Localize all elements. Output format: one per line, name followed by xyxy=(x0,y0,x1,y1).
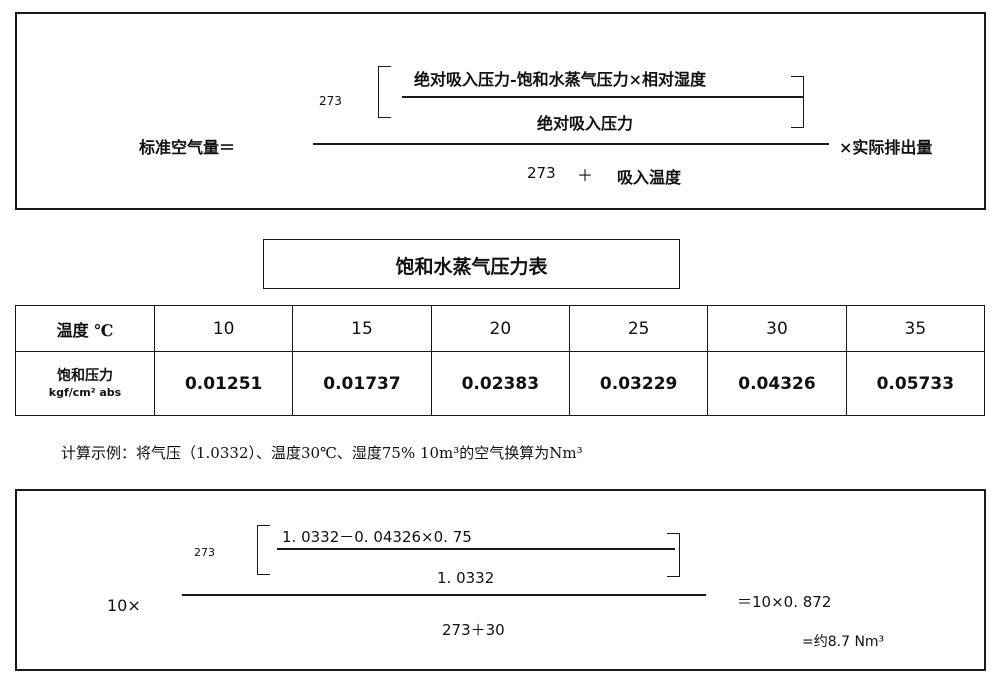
pressure-header: 饱和压力 kgf/cm² abs xyxy=(15,351,155,416)
example-inner-numerator: 1. 0332－0. 04326×0. 75 xyxy=(282,528,472,546)
formula-rhs-label: ×实际排出量 xyxy=(839,138,933,157)
pressure-cell: 0.04326 xyxy=(707,351,847,416)
pressure-cell: 0.05733 xyxy=(845,351,986,416)
formula-outer-denominator-temp: 吸入温度 xyxy=(617,168,682,187)
example-inner-denominator: 1. 0332 xyxy=(437,569,495,587)
temperature-cell: 15 xyxy=(292,305,432,352)
example-box: 273 1. 0332－0. 04326×0. 75 1. 0332 10× 2… xyxy=(15,489,986,671)
example-left-bracket xyxy=(257,525,270,575)
table-row-temperature: 温度 ℃ 10 15 20 25 30 35 xyxy=(15,305,986,352)
example-inner-fraction-bar xyxy=(277,548,675,550)
table-title-box: 饱和水蒸气压力表 xyxy=(263,239,680,289)
temperature-cell: 20 xyxy=(430,305,570,352)
temperature-cell: 35 xyxy=(845,305,986,352)
formula-constant-273: 273 xyxy=(319,94,342,108)
formula-inner-denominator: 绝对吸入压力 xyxy=(537,114,634,133)
pressure-cell: 0.01251 xyxy=(153,351,294,416)
example-result-ratio: ＝10×0. 872 xyxy=(737,593,832,611)
formula-right-bracket xyxy=(791,76,804,128)
table-row-pressure: 饱和压力 kgf/cm² abs 0.01251 0.01737 0.02383… xyxy=(15,351,986,416)
pressure-cell: 0.03229 xyxy=(568,351,709,416)
example-outer-denominator: 273＋30 xyxy=(442,621,505,639)
formula-box: 273 绝对吸入压力-饱和水蒸气压力×相对湿度 绝对吸入压力 标准空气量＝ ×实… xyxy=(15,12,986,210)
formula-inner-fraction-bar xyxy=(402,96,804,98)
saturation-pressure-table: 温度 ℃ 10 15 20 25 30 35 饱和压力 kgf/cm² abs … xyxy=(15,305,986,416)
temperature-cell: 25 xyxy=(568,305,709,352)
example-caption: 计算示例：将气压（1.0332）、温度30℃、湿度75% 10m³的空气换算为N… xyxy=(61,444,583,462)
example-main-fraction-bar xyxy=(182,594,706,596)
temperature-cell: 30 xyxy=(707,305,847,352)
pressure-cell: 0.01737 xyxy=(292,351,432,416)
example-right-bracket xyxy=(667,533,680,577)
example-constant-273: 273 xyxy=(194,546,215,559)
temperature-header: 温度 ℃ xyxy=(15,305,155,352)
formula-outer-denominator-plus: ＋ xyxy=(577,166,594,185)
formula-left-bracket xyxy=(378,66,391,118)
pressure-cell: 0.02383 xyxy=(430,351,570,416)
temperature-cell: 10 xyxy=(153,305,294,352)
formula-outer-denominator-constant: 273 xyxy=(527,164,556,182)
formula-inner-numerator: 绝对吸入压力-饱和水蒸气压力×相对湿度 xyxy=(414,70,707,89)
example-prefix: 10× xyxy=(107,596,141,615)
formula-lhs-label: 标准空气量＝ xyxy=(139,138,236,157)
example-result-final: =约8.7 Nm³ xyxy=(802,634,885,650)
pressure-header-unit: kgf/cm² abs xyxy=(48,385,122,399)
pressure-header-label: 饱和压力 xyxy=(57,367,113,384)
formula-main-fraction-bar xyxy=(313,143,829,145)
table-title: 饱和水蒸气压力表 xyxy=(395,256,548,278)
